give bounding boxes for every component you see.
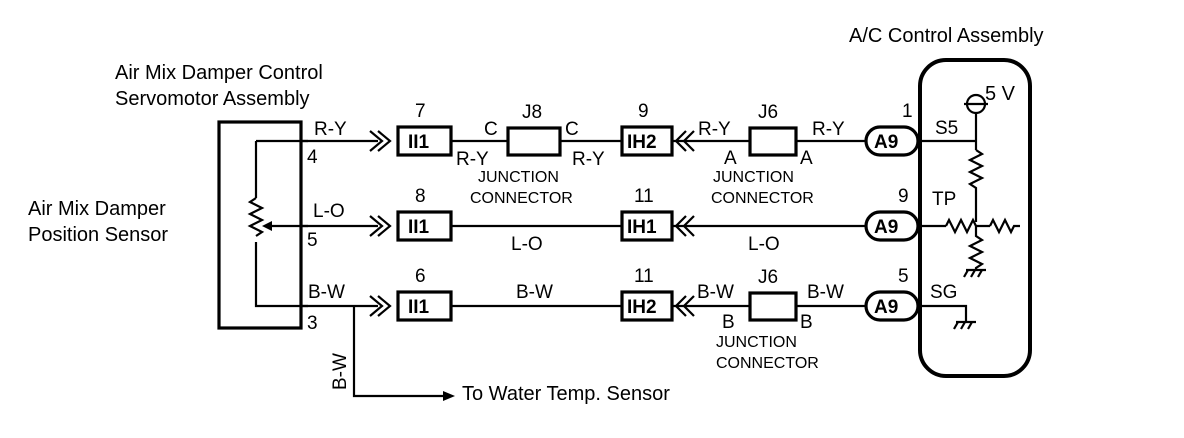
connector-ii1-label-1: II1 <box>408 132 430 153</box>
a9-pin-9: 9 <box>898 186 909 207</box>
wire-color-bw-4: B-W <box>807 282 844 303</box>
ii1-pin-7: 7 <box>415 101 426 122</box>
j8-connector-word: CONNECTOR <box>470 190 573 207</box>
wire-color-ry-3: R-Y <box>572 149 605 170</box>
wire-color-bw-branch: B-W <box>330 353 351 390</box>
supply-voltage-label: 5 V <box>985 83 1016 105</box>
ii1-pin-8: 8 <box>415 186 426 207</box>
connector-a9-label-3: A9 <box>874 297 898 318</box>
connector-a9-label-2: A9 <box>874 217 898 238</box>
wire-color-lo-3: L-O <box>748 234 780 255</box>
j8-pin-c-left: C <box>484 119 498 140</box>
terminal-s5: S5 <box>935 118 958 139</box>
connector-a9-label-1: A9 <box>874 132 898 153</box>
junction-j8-box <box>506 126 562 157</box>
position-sensor-label-line1: Air Mix Damper <box>28 198 166 220</box>
connector-ih2-label-1: IH2 <box>627 132 657 153</box>
connector-ih1-label: IH1 <box>627 217 657 238</box>
j6-connector-word-bottom: CONNECTOR <box>716 355 819 372</box>
ac-control-title: A/C Control Assembly <box>849 25 1044 47</box>
connector-ii1-row1: II1 <box>396 125 453 157</box>
junction-j6-label-top: J6 <box>758 102 778 123</box>
row-bw-circuit <box>301 291 866 401</box>
junction-j6-box-top <box>748 126 798 157</box>
connector-a9-row2: A9 <box>864 210 920 242</box>
j6-connector-word-top: CONNECTOR <box>711 190 814 207</box>
terminal-tp: TP <box>932 189 956 210</box>
a9-pin-5: 5 <box>898 266 909 287</box>
servomotor-title-line1: Air Mix Damper Control <box>115 62 323 84</box>
junction-j6-box-bottom <box>748 291 798 322</box>
wire-color-ry-4: R-Y <box>698 119 731 140</box>
connector-ih2-row3: IH2 <box>620 290 674 322</box>
servomotor-pin-5: 5 <box>307 230 318 251</box>
j6-pin-a-left: A <box>724 148 737 169</box>
ih2-pin-9: 9 <box>638 101 649 122</box>
ac-control-internal-circuit <box>918 93 1020 330</box>
row-ry-circuit <box>301 126 866 157</box>
connector-ii1-label-3: II1 <box>408 297 430 318</box>
wire-color-ry-2: R-Y <box>456 149 489 170</box>
j6-pin-b-right: B <box>800 312 813 333</box>
wire-color-bw-3: B-W <box>697 282 734 303</box>
terminal-sg: SG <box>930 282 957 303</box>
wire-color-ry-5: R-Y <box>812 119 845 140</box>
wire-color-lo-2: L-O <box>511 234 543 255</box>
wire-color-ry-1: R-Y <box>314 119 347 140</box>
wire-color-bw-2: B-W <box>516 282 553 303</box>
connector-ih1-row2: IH1 <box>620 210 674 242</box>
servomotor-title-line2: Servomotor Assembly <box>115 88 310 110</box>
connector-ii1-row2: II1 <box>396 210 453 242</box>
connector-ii1-label-2: II1 <box>408 217 430 238</box>
junction-j8-label: J8 <box>522 102 542 123</box>
position-sensor-label-line2: Position Sensor <box>28 224 168 246</box>
j8-junction-word: JUNCTION <box>478 169 559 186</box>
to-water-temp-sensor-label: To Water Temp. Sensor <box>462 383 670 405</box>
connector-a9-row3: A9 <box>864 290 920 322</box>
j6-pin-b-left: B <box>722 312 735 333</box>
connector-ih2-row1: IH2 <box>620 125 674 157</box>
j8-pin-c-right: C <box>565 119 579 140</box>
servomotor-pin-4: 4 <box>307 147 318 168</box>
wire-color-lo-1: L-O <box>313 201 345 222</box>
ac-control-assembly-box <box>918 58 1032 378</box>
connector-ii1-row3: II1 <box>396 290 453 322</box>
j6-pin-a-right: A <box>800 148 813 169</box>
junction-j6-label-bottom: J6 <box>758 267 778 288</box>
j6-junction-word-top: JUNCTION <box>713 169 794 186</box>
connector-ih2-label-2: IH2 <box>627 297 657 318</box>
ih1-pin-11: 11 <box>634 186 654 207</box>
connector-a9-row1: A9 <box>864 125 920 157</box>
row-lo-circuit <box>301 215 866 237</box>
a9-pin-1: 1 <box>902 101 913 122</box>
wire-color-bw-1: B-W <box>308 282 345 303</box>
servomotor-pin-3: 3 <box>307 313 318 334</box>
ii1-pin-6: 6 <box>415 266 426 287</box>
j6-junction-word-bottom: JUNCTION <box>716 334 797 351</box>
ih2-pin-11: 11 <box>634 266 654 287</box>
